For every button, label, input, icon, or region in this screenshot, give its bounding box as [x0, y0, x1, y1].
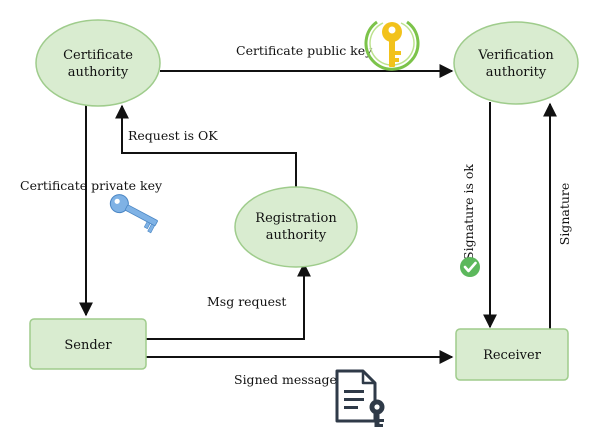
node-label: authority — [68, 65, 129, 80]
edge-msg-request — [146, 262, 311, 340]
node-verification-authority: Verification authority — [453, 21, 579, 105]
node-label: Receiver — [483, 348, 542, 363]
node-sender: Sender — [29, 318, 147, 370]
document-key-icon — [335, 369, 385, 427]
label-msg-request: Msg request — [207, 294, 286, 309]
label-signature-is-ok: Signature is ok — [461, 164, 476, 260]
node-registration-authority: Registration authority — [234, 186, 358, 268]
label-request-is-ok: Request is OK — [128, 128, 218, 143]
node-label: Verification — [477, 48, 554, 63]
node-label: Registration — [255, 211, 337, 226]
label-certificate-public-key: Certificate public key — [236, 43, 373, 58]
label-signed-message: Signed message — [234, 372, 337, 387]
node-label: Certificate — [63, 48, 133, 63]
edge-request-is-ok — [115, 104, 297, 187]
node-certificate-authority: Certificate authority — [35, 19, 161, 107]
public-key-icon — [364, 20, 420, 71]
label-certificate-private-key: Certificate private key — [20, 178, 163, 193]
node-receiver: Receiver — [455, 328, 569, 381]
private-key-icon — [109, 194, 158, 234]
node-label: Sender — [64, 338, 112, 353]
label-signature: Signature — [557, 183, 572, 246]
node-label: authority — [486, 65, 547, 80]
node-label: authority — [266, 228, 327, 243]
check-circle-icon — [460, 257, 480, 277]
